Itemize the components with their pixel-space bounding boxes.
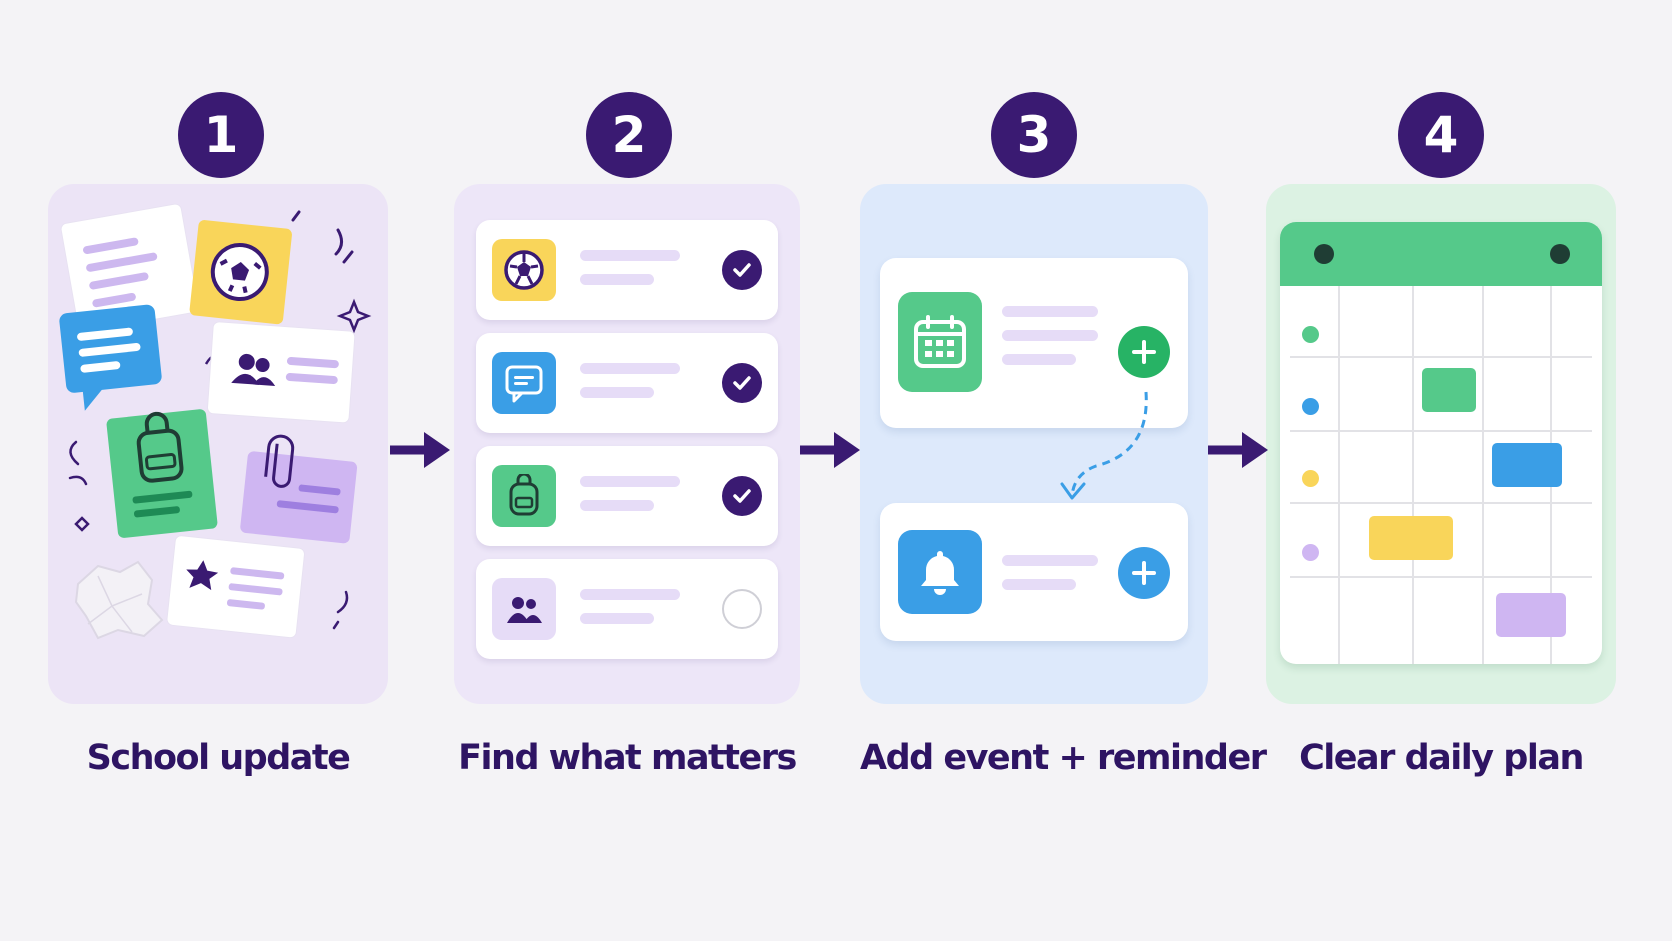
checklist-icon-tile	[492, 465, 556, 527]
plus-icon	[1132, 340, 1156, 364]
calendar-binding-dot	[1550, 244, 1570, 264]
grid-line	[1482, 286, 1484, 664]
chat-bubble-blue	[59, 304, 162, 411]
plus-icon	[1132, 561, 1156, 585]
checkbox-empty-icon[interactable]	[722, 589, 762, 629]
text-placeholder-line	[1002, 330, 1098, 341]
checkmark-checked-icon[interactable]	[722, 476, 762, 516]
checklist-item-people[interactable]	[476, 559, 778, 659]
checklist-item-message[interactable]	[476, 333, 778, 433]
calendar-icon	[914, 315, 966, 368]
checkmark-checked-icon[interactable]	[722, 363, 762, 403]
reminder-card[interactable]	[880, 503, 1188, 641]
people-icon	[507, 597, 542, 623]
note-paper-top	[60, 203, 199, 333]
grid-line	[1338, 286, 1340, 664]
scattered-notes-illustration	[59, 203, 372, 640]
daily-plan-calendar	[1280, 222, 1602, 664]
backpack-icon	[136, 428, 184, 483]
doodle-squiggle	[334, 228, 343, 256]
checklist-item-backpack[interactable]	[476, 446, 778, 546]
note-card-green	[106, 409, 218, 538]
bell-icon	[921, 551, 959, 595]
text-placeholder-line	[580, 476, 680, 487]
chat-bubble-icon	[505, 365, 543, 403]
crumpled-paper	[74, 560, 164, 640]
step-3-number-badge: 3	[991, 92, 1077, 178]
text-placeholder-line	[580, 363, 680, 374]
checkmark-checked-icon[interactable]	[722, 250, 762, 290]
step-2-number-badge: 2	[586, 92, 672, 178]
event-block-blue[interactable]	[1492, 443, 1562, 487]
arrow-right-icon	[1208, 432, 1268, 468]
step-3-caption: Add event + reminder	[860, 738, 1267, 778]
text-placeholder-line	[580, 613, 654, 624]
arrow-right-icon	[390, 432, 450, 468]
backpack-icon	[509, 474, 539, 516]
checklist-icon-tile	[492, 578, 556, 640]
note-card-purple	[240, 434, 358, 544]
text-placeholder-line	[580, 274, 654, 285]
step-1-number-badge: 1	[178, 92, 264, 178]
dashed-connector-arrow	[1060, 391, 1148, 500]
grid-line	[1290, 430, 1592, 432]
doodle-squiggle	[68, 440, 88, 486]
doodle-line	[342, 250, 354, 264]
doodle-squiggle	[332, 590, 349, 630]
text-placeholder-line	[1002, 579, 1076, 590]
event-card[interactable]	[880, 258, 1188, 428]
row-dot-lavender	[1302, 544, 1319, 561]
text-placeholder-line	[1002, 306, 1098, 317]
sticky-note-yellow	[189, 220, 292, 325]
event-block-yellow[interactable]	[1369, 516, 1453, 560]
checklist-item-soccer[interactable]	[476, 220, 778, 320]
add-reminder-button[interactable]	[1118, 547, 1170, 599]
calendar-icon-tile	[898, 292, 982, 392]
checklist-icon-tile	[492, 352, 556, 414]
event-block-green[interactable]	[1422, 368, 1476, 412]
note-card-people	[206, 321, 356, 424]
checklist-icon-tile	[492, 239, 556, 301]
sparkle-icon	[336, 298, 372, 334]
calendar-binding-dot	[1314, 244, 1334, 264]
row-dot-green	[1302, 326, 1319, 343]
soccer-ball-icon	[504, 250, 544, 290]
row-dot-blue	[1302, 398, 1319, 415]
step-4-number-badge: 4	[1398, 92, 1484, 178]
step-1-caption: School update	[86, 738, 351, 778]
grid-line	[1290, 356, 1592, 358]
text-placeholder-line	[580, 250, 680, 261]
text-placeholder-line	[1002, 354, 1076, 365]
arrow-right-icon	[800, 432, 860, 468]
step-2-caption: Find what matters	[458, 738, 797, 778]
event-block-lavender[interactable]	[1496, 593, 1566, 637]
doodle-line	[291, 210, 301, 222]
step-1-panel	[48, 184, 388, 704]
grid-line	[1412, 286, 1414, 664]
text-placeholder-line	[580, 589, 680, 600]
text-placeholder-line	[1002, 555, 1098, 566]
doodle-diamond	[74, 516, 90, 532]
grid-line	[1290, 502, 1592, 504]
row-dot-yellow	[1302, 470, 1319, 487]
step-4-caption: Clear daily plan	[1299, 738, 1584, 778]
note-card-star	[166, 535, 306, 639]
text-placeholder-line	[580, 500, 654, 511]
bell-icon-tile	[898, 530, 982, 614]
star-icon	[186, 560, 219, 591]
paperclip-icon	[264, 434, 295, 488]
text-placeholder-line	[580, 387, 654, 398]
add-event-button[interactable]	[1118, 326, 1170, 378]
grid-line	[1290, 576, 1592, 578]
